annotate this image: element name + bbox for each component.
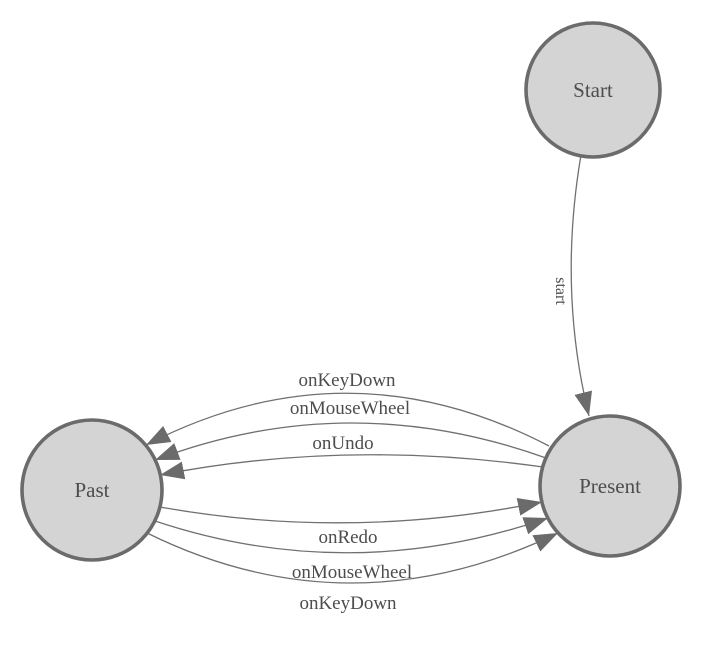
state-node-present-label: Present	[579, 474, 641, 498]
edge-label-onmousewheel-lower: onMouseWheel	[292, 562, 412, 583]
edge-label-start: start	[552, 277, 569, 305]
state-node-start-circle[interactable]	[524, 21, 662, 159]
edge-label-onundo: onUndo	[312, 433, 373, 454]
edge-present-to-past-onmousewheel: onMouseWheel	[154, 398, 547, 461]
edge-past-to-present-onredo: onRedo	[159, 497, 543, 548]
edge-label-onmousewheel-upper: onMouseWheel	[290, 398, 410, 419]
state-node-start[interactable]: Start	[524, 21, 662, 159]
edge-label-onkeydown-upper: onKeyDown	[298, 370, 396, 391]
edge-line-onredo	[159, 497, 543, 524]
state-node-start-label: Start	[573, 78, 613, 102]
state-node-present-circle[interactable]	[538, 414, 682, 558]
edge-line-onmousewheel-lower	[154, 517, 549, 554]
edge-label-onredo: onRedo	[318, 527, 377, 548]
state-node-past-label: Past	[74, 478, 109, 502]
state-node-past[interactable]: Past	[20, 418, 164, 562]
edge-line-onmousewheel-upper	[154, 422, 547, 461]
edge-line-onundo	[159, 454, 544, 480]
state-node-past-circle[interactable]	[20, 418, 164, 562]
edge-line-onkeydown-upper	[145, 392, 550, 447]
edge-line-start	[570, 154, 593, 417]
edge-line-onkeydown-lower	[146, 532, 559, 584]
edge-present-to-past-onundo: onUndo	[159, 433, 544, 480]
edge-past-to-present-onmousewheel: onMouseWheel	[154, 517, 549, 583]
edge-past-to-present-onkeydown: onKeyDown	[146, 532, 559, 614]
edge-start-to-present: start	[552, 154, 593, 417]
state-node-present[interactable]: Present	[538, 414, 682, 558]
edge-present-to-past-onkeydown: onKeyDown	[145, 370, 550, 447]
edge-label-onkeydown-lower: onKeyDown	[299, 593, 397, 614]
